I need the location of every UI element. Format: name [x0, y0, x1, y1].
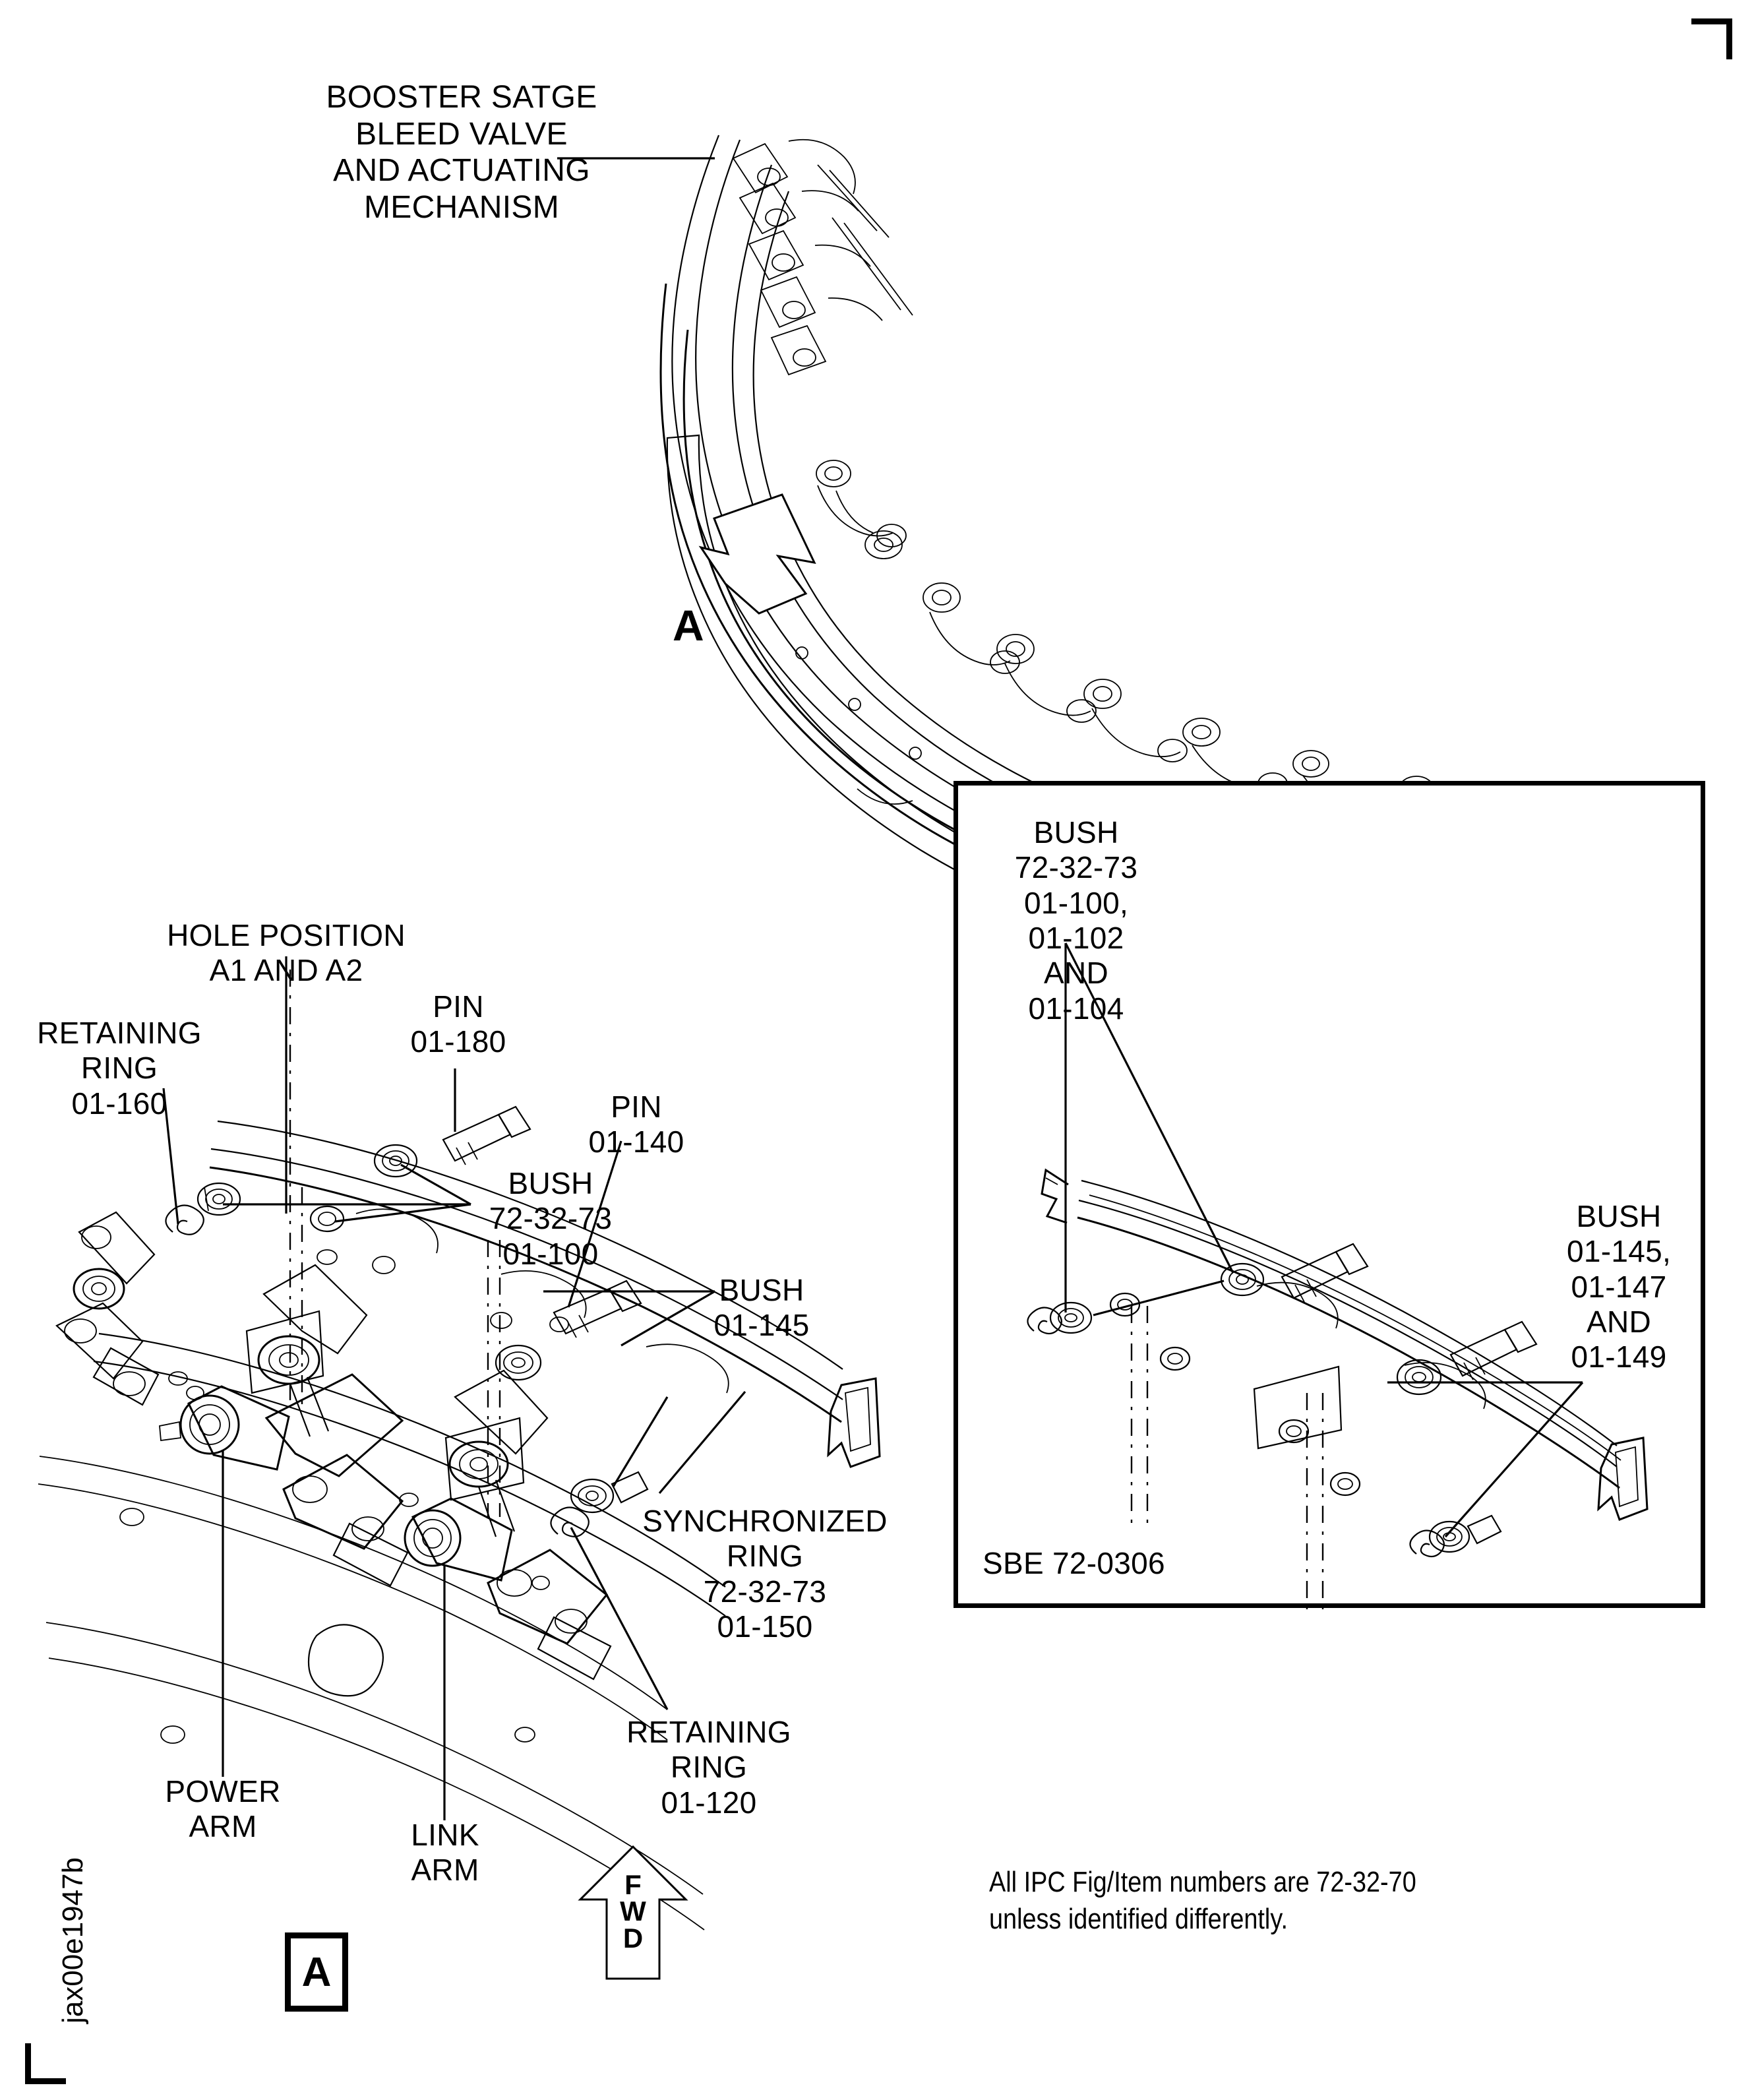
bush-part-c: [309, 1205, 345, 1233]
bellcrank-center: [282, 1454, 409, 1587]
bush-part-b: [373, 1144, 418, 1178]
callout-retaining-ring-120: RETAINING RING 01-120: [626, 1715, 791, 1820]
valve-mechanism-group-mid: [816, 460, 1589, 836]
retaining-ring-160-part: [165, 1204, 204, 1235]
valve-mechanism-group-upper: [732, 139, 883, 376]
actuating-links-upper: [817, 164, 913, 316]
callout-bush-145: BUSH 01-145: [713, 1273, 810, 1343]
view-marker-a: A: [285, 1932, 348, 2012]
retaining-ring-120-part: [550, 1506, 590, 1537]
callout-pin-140: PIN 01-140: [588, 1090, 684, 1159]
view-direction-arrow-a: [698, 493, 816, 615]
fwd-letters: F W D: [609, 1869, 657, 1954]
pin-140-part: [553, 1280, 642, 1338]
pin-180-part: [442, 1105, 531, 1165]
callout-pin-180: PIN 01-180: [410, 989, 506, 1059]
ipc-footer-note: All IPC Fig/Item numbers are 72-32-70 un…: [989, 1866, 1416, 1936]
bush-part-d: [495, 1344, 542, 1381]
top-view-title: BOOSTER SATGE BLEED VALVE AND ACTUATING …: [326, 80, 597, 226]
callout-retaining-ring-160: RETAINING RING 01-160: [37, 1016, 202, 1121]
left-arm-partial: [55, 1211, 160, 1406]
callout-bush-100: BUSH 72-32-73 01-100: [489, 1166, 613, 1271]
fwd-letter-d: D: [622, 1922, 644, 1954]
corner-mark-bottom-left: [25, 2043, 66, 2084]
fwd-letter-f: F: [624, 1869, 642, 1900]
inset-callout-bush-left: BUSH 72-32-73 01-100, 01-102 AND 01-104: [1014, 815, 1138, 1026]
callout-hole-position: HOLE POSITION A1 AND A2: [167, 918, 406, 988]
sheet-code-label: jax00e1947b: [57, 1857, 89, 2023]
callout-link-arm: LINK ARM: [411, 1818, 479, 1888]
link-arm-assembly: [404, 1369, 612, 1681]
corner-mark-top-right: [1691, 18, 1732, 59]
bush-part-a: [197, 1182, 241, 1216]
inset-callout-bush-right: BUSH 01-145, 01-147 AND 01-149: [1566, 1199, 1672, 1374]
callout-power-arm: POWER ARM: [165, 1774, 281, 1844]
power-arm-assembly: [159, 1264, 404, 1477]
top-view-arrow-label: A: [673, 601, 704, 650]
inset-reference-label: SBE 72-0306: [983, 1546, 1165, 1580]
callout-synchronized-ring: SYNCHRONIZED RING 72-32-73 01-150: [642, 1504, 888, 1644]
fwd-letter-w: W: [620, 1896, 646, 1927]
